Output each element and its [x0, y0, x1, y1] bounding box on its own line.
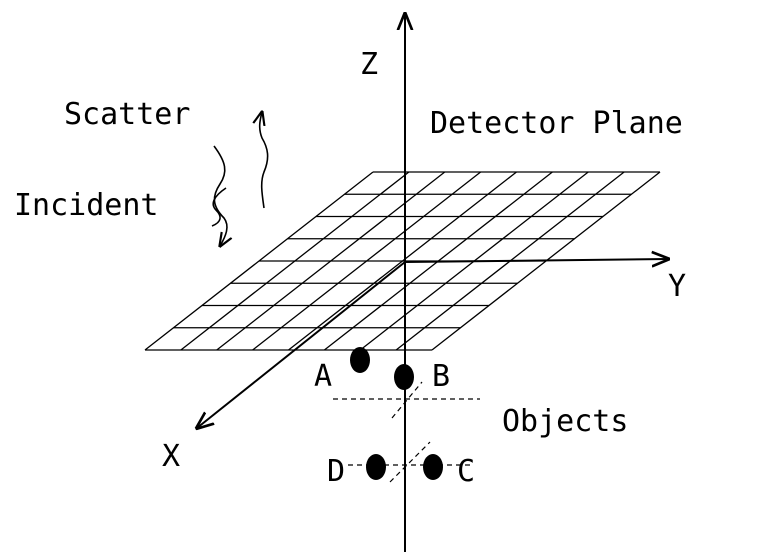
y-axis-label: Y: [668, 269, 686, 304]
object-c: [423, 454, 443, 480]
grid-col-line: [180, 171, 410, 351]
detector-plane-label: Detector Plane: [430, 106, 683, 141]
object-a: [350, 347, 370, 373]
scatter-label: Scatter: [64, 97, 190, 132]
grid-col-line: [252, 171, 482, 351]
grid-col-line: [144, 171, 374, 351]
grid-col-line: [288, 171, 517, 351]
lower-object-diagonal: [389, 441, 431, 483]
object-b-label: B: [432, 359, 450, 394]
x-axis-label: X: [162, 439, 180, 474]
incident-curl-icon: [211, 187, 227, 227]
grid-col-line: [216, 171, 446, 351]
object-b: [394, 364, 414, 390]
object-d-label: D: [327, 454, 345, 489]
x-axis: [197, 261, 406, 428]
z-axis-label: Z: [360, 47, 378, 82]
incident-label: Incident: [14, 188, 159, 223]
object-a-label: A: [314, 359, 332, 394]
y-axis: [404, 259, 668, 262]
objects-label: Objects: [502, 404, 628, 439]
upper-object-diagonal: [391, 381, 423, 419]
detector-plane-grid: [144, 171, 661, 351]
scatter-wave-icon: [260, 112, 269, 209]
object-d: [366, 454, 386, 480]
object-c-label: C: [457, 454, 475, 489]
